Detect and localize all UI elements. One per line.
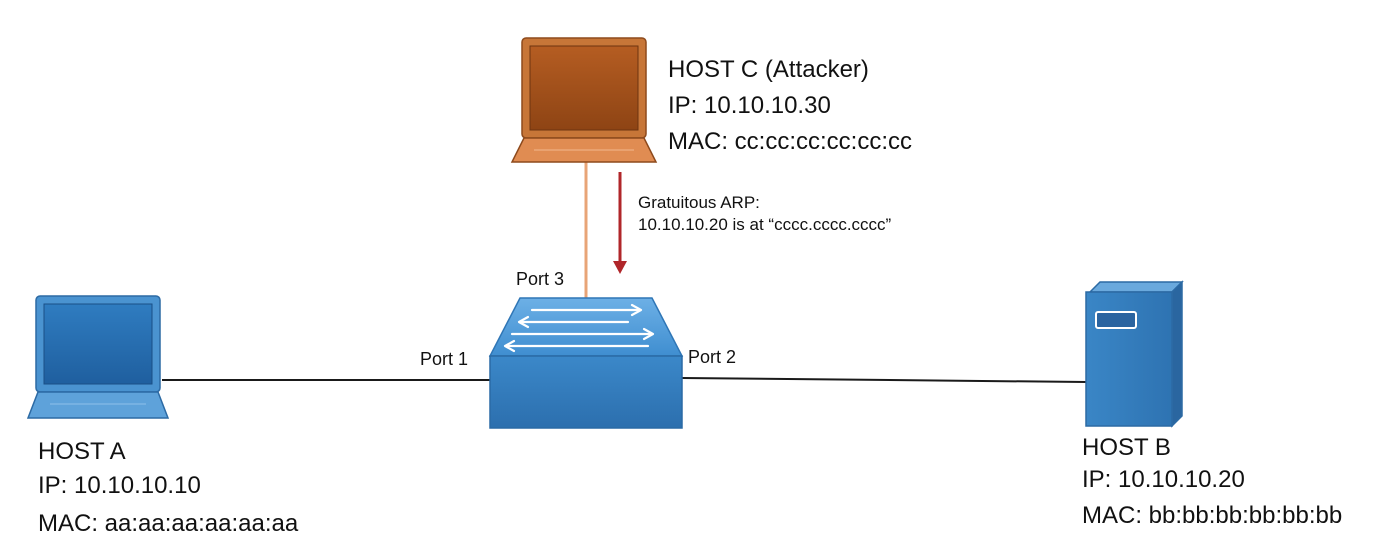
arp-annotation-line2: 10.10.10.20 is at “cccc.cccc.cccc” [638, 215, 892, 235]
arp-annotation: Gratuitous ARP: 10.10.10.20 is at “cccc.… [638, 192, 891, 236]
arp-annotation-line1: Gratuitous ARP: [638, 193, 760, 212]
host-a-title: HOST A [38, 438, 126, 465]
host-b-title: HOST B [1082, 434, 1171, 461]
arp-arrow [613, 172, 627, 274]
port-3-label: Port 3 [516, 269, 565, 289]
host-a-mac: MAC: aa:aa:aa:aa:aa:aa [38, 510, 299, 537]
port-1-label: Port 1 [420, 349, 469, 369]
server-icon [1085, 280, 1184, 428]
host-b-ip: IP: 10.10.10.20 [1082, 466, 1245, 493]
laptop-icon [26, 295, 170, 419]
host-a-ip: IP: 10.10.10.10 [38, 472, 201, 499]
network-switch-icon [488, 297, 684, 429]
host-c-title: HOST C (Attacker) [668, 56, 869, 83]
host-b-mac: MAC: bb:bb:bb:bb:bb:bb [1082, 502, 1343, 529]
port-2-label: Port 2 [688, 347, 737, 367]
link-host-b-port2 [681, 377, 1087, 383]
host-c-mac: MAC: cc:cc:cc:cc:cc:cc [668, 128, 913, 155]
host-c-ip: IP: 10.10.10.30 [668, 92, 831, 119]
laptop-icon [510, 37, 658, 163]
